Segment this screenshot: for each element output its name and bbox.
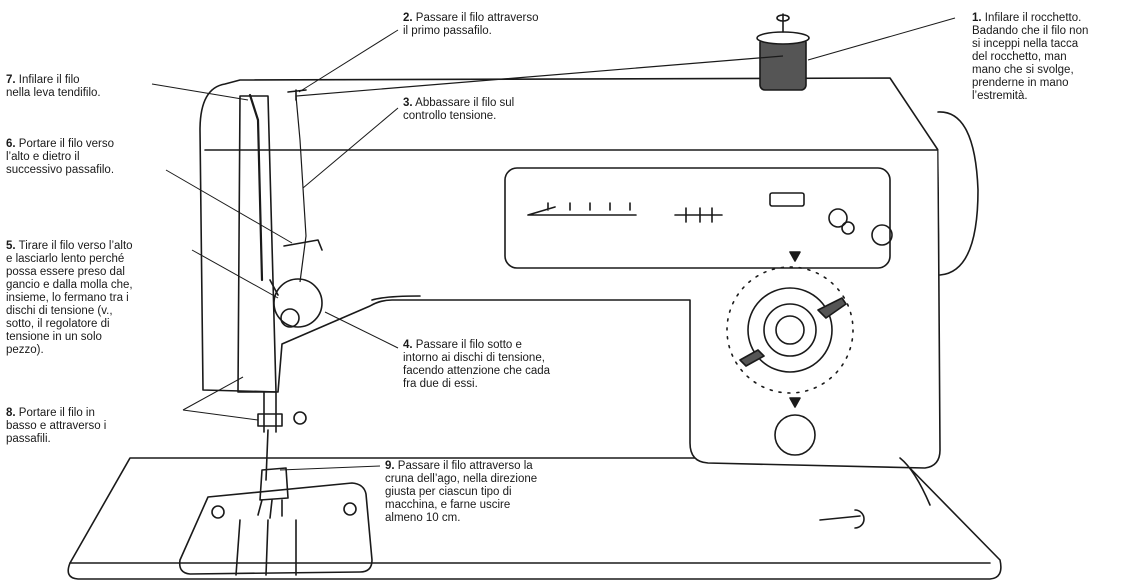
needle-plate-screw bbox=[211, 505, 225, 519]
control-panel bbox=[504, 167, 891, 269]
needle bbox=[265, 429, 269, 481]
thread-line bbox=[295, 55, 784, 283]
tension-dial-center bbox=[280, 308, 300, 328]
step-6-text: Portare il filo verso l’alto e dietro il… bbox=[6, 138, 115, 176]
dial-marker-arrow bbox=[789, 397, 801, 408]
step-8-text: Portare il filo in basso e attraverso i … bbox=[6, 407, 107, 445]
knob-side bbox=[871, 224, 893, 246]
stitch-width-lever bbox=[674, 207, 723, 223]
leader-2 bbox=[298, 29, 399, 93]
step-2-label: 2. Passare il filo attraverso il primo p… bbox=[403, 12, 539, 38]
dial-center bbox=[775, 315, 805, 345]
step-9-label: 9. Passare il filo attraverso la cruna d… bbox=[385, 460, 537, 525]
spool-top bbox=[756, 31, 810, 45]
dial-handle bbox=[739, 297, 847, 367]
knob-small-inner bbox=[841, 221, 855, 235]
step-3-label: 3. Abbassare il filo sul controllo tensi… bbox=[403, 97, 514, 123]
leader-5 bbox=[191, 249, 279, 299]
step-5-label: 5. Tirare il filo verso l’alto e lasciar… bbox=[6, 240, 133, 357]
arm-slot bbox=[371, 295, 421, 301]
leader-9 bbox=[279, 465, 381, 471]
take-up-lever bbox=[248, 93, 264, 282]
knob-small bbox=[828, 208, 848, 228]
step-7-text: Infilare il filo nella leva tendifilo. bbox=[6, 74, 101, 99]
handwheel bbox=[937, 111, 979, 276]
step-6-number: 6. bbox=[6, 138, 16, 150]
step-5-number: 5. bbox=[6, 240, 16, 252]
leader-1 bbox=[807, 17, 956, 61]
step-8-label: 8. Portare il filo in basso e attraverso… bbox=[6, 407, 106, 446]
bed-lever bbox=[819, 509, 865, 529]
needle-clamp bbox=[257, 413, 283, 427]
step-4-number: 4. bbox=[403, 339, 413, 351]
pattern-selector-dial bbox=[726, 266, 854, 394]
step-8-number: 8. bbox=[6, 407, 16, 419]
spool-pin-cap bbox=[776, 14, 790, 22]
step-7-number: 7. bbox=[6, 74, 16, 86]
step-3-text: Abbassare il filo sul controllo tensione… bbox=[403, 97, 515, 122]
step-9-number: 9. bbox=[385, 460, 395, 472]
step-5-text: Tirare il filo verso l’alto e lasciarlo … bbox=[6, 240, 133, 356]
presser-screw bbox=[293, 411, 307, 425]
dial-ring bbox=[747, 287, 833, 373]
step-2-text: Passare il filo attraverso il primo pass… bbox=[403, 12, 539, 37]
step-9-text: Passare il filo attraverso la cruna dell… bbox=[385, 460, 538, 524]
plate-slot-line bbox=[235, 519, 297, 576]
bottom-knob bbox=[774, 414, 816, 456]
reverse-button bbox=[769, 192, 805, 207]
leader-8b bbox=[182, 409, 259, 421]
machine-arm bbox=[199, 77, 941, 469]
leader-7 bbox=[151, 83, 249, 101]
step-4-text: Passare il filo sotto e intorno ai disch… bbox=[403, 339, 551, 390]
presser-foot bbox=[259, 467, 289, 501]
leader-8a bbox=[182, 376, 244, 411]
needle-plate-screw bbox=[343, 502, 357, 516]
leader-6 bbox=[165, 169, 293, 244]
step-3-number: 3. bbox=[403, 97, 413, 109]
leader-4 bbox=[324, 311, 399, 349]
needle-plate bbox=[178, 482, 373, 575]
thread-path bbox=[295, 55, 784, 283]
step-6-label: 6. Portare il filo verso l’alto e dietro… bbox=[6, 138, 114, 177]
dial-hub bbox=[763, 303, 817, 357]
step-1-text: Infilare il rocchetto. Badando che il fi… bbox=[972, 12, 1089, 102]
leader-lines bbox=[151, 17, 956, 471]
tension-dial bbox=[273, 278, 323, 328]
step-7-label: 7. Infilare il filo nella leva tendifilo… bbox=[6, 74, 101, 100]
step-4-label: 4. Passare il filo sotto e intorno ai di… bbox=[403, 339, 550, 391]
bed-slope bbox=[899, 457, 931, 506]
spool bbox=[759, 37, 807, 91]
step-1-label: 1. Infilare il rocchetto. Badando che il… bbox=[972, 12, 1088, 103]
stitch-length-scale bbox=[527, 202, 637, 216]
presser-foot-toes bbox=[257, 499, 283, 519]
dial-marker-arrow bbox=[789, 251, 801, 262]
step-1-number: 1. bbox=[972, 12, 982, 24]
leader-3 bbox=[302, 107, 399, 189]
step-2-number: 2. bbox=[403, 12, 413, 24]
tension-spring bbox=[269, 239, 323, 296]
